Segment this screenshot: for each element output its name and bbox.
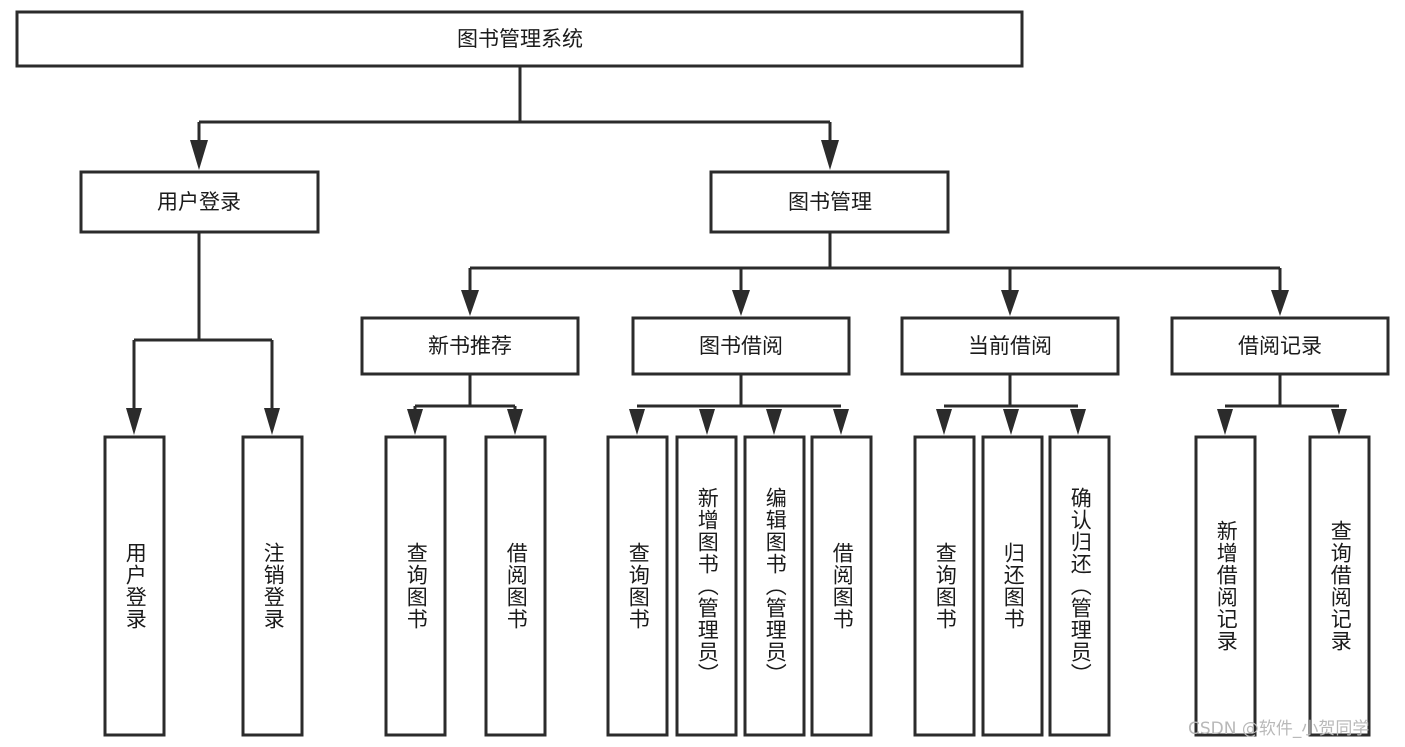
arrow-head-leaf-query-book-rec <box>407 409 423 435</box>
node-user-login-box[interactable] <box>79 170 320 234</box>
node-root-label: 图书管理系统 <box>457 27 583 51</box>
node-current-borrow-box[interactable] <box>900 316 1120 376</box>
node-current-borrow-label: 当前借阅 <box>968 334 1052 358</box>
arrow-head-leaf-user-login <box>126 408 142 435</box>
arrow-head-leaf-edit-book <box>766 409 782 435</box>
arrow-head-leaf-logout <box>264 408 280 435</box>
connector-group-userlogin <box>126 232 280 435</box>
arrow-head-leaf-query-record <box>1331 409 1347 435</box>
node-new-book-recommend-box[interactable] <box>360 316 580 376</box>
leaf-box-query-book-cur[interactable] <box>913 435 976 737</box>
node-borrow-record[interactable]: 借阅记录 <box>1170 316 1390 376</box>
arrow-head-current-borrow <box>1001 290 1019 316</box>
node-new-book-recommend[interactable]: 新书推荐 <box>360 316 580 376</box>
leaf-box-query-book-rec[interactable] <box>384 435 447 737</box>
arrow-head-userlogin <box>190 140 208 170</box>
csdn-watermark: CSDN @软件_小贺同学 <box>1188 719 1370 739</box>
leaf-box-query-book-borrow[interactable] <box>606 435 669 737</box>
node-current-borrow[interactable]: 当前借阅 <box>900 316 1120 376</box>
leaf-box-return-book[interactable] <box>981 435 1044 737</box>
node-book-management-box[interactable] <box>709 170 950 234</box>
node-book-management[interactable]: 图书管理 <box>709 170 950 234</box>
node-user-login-label: 用户登录 <box>157 190 241 214</box>
leaf-box-add-book[interactable] <box>675 435 738 737</box>
arrow-head-borrow-record <box>1271 290 1289 316</box>
leaf-box-query-record[interactable] <box>1308 435 1371 737</box>
arrow-head-leaf-add-record <box>1217 409 1233 435</box>
leaf-box-user-login[interactable] <box>103 435 166 737</box>
arrow-head-leaf-add-book <box>699 409 715 435</box>
connector-group-new-book-recommend <box>407 374 523 435</box>
connector-group-borrow-record <box>1217 374 1347 435</box>
node-borrow-record-box[interactable] <box>1170 316 1390 376</box>
connector-group-book-borrow <box>629 374 849 435</box>
connector-group-current-borrow <box>936 374 1086 435</box>
arrow-head-bookmgmt <box>821 140 839 170</box>
arrow-head-leaf-borrow-book <box>833 409 849 435</box>
node-book-management-label: 图书管理 <box>788 190 872 214</box>
connector-group-root <box>190 66 839 170</box>
node-root-box[interactable] <box>15 10 1024 68</box>
node-book-borrow-label: 图书借阅 <box>699 334 783 358</box>
leaf-box-edit-book[interactable] <box>743 435 806 737</box>
connector-group-bookmgmt <box>461 232 1289 316</box>
leaf-box-logout[interactable] <box>241 435 304 737</box>
arrow-head-leaf-borrow-book-rec <box>507 409 523 435</box>
arrow-head-leaf-query-book-cur <box>936 409 952 435</box>
leaf-boxes <box>103 435 1371 737</box>
leaf-box-confirm-return[interactable] <box>1048 435 1111 737</box>
arrow-head-leaf-query-book-borrow <box>629 409 645 435</box>
arrow-head-leaf-confirm-return <box>1070 409 1086 435</box>
node-user-login[interactable]: 用户登录 <box>79 170 320 234</box>
node-book-borrow-box[interactable] <box>631 316 851 376</box>
arrow-head-new-book-recommend <box>461 290 479 316</box>
leaf-box-add-record[interactable] <box>1194 435 1257 737</box>
leaf-box-borrow-book[interactable] <box>810 435 873 737</box>
arrow-head-leaf-return-book <box>1003 409 1019 435</box>
node-new-book-recommend-label: 新书推荐 <box>428 334 512 358</box>
node-borrow-record-label: 借阅记录 <box>1238 334 1322 358</box>
node-book-borrow[interactable]: 图书借阅 <box>631 316 851 376</box>
arrow-head-book-borrow <box>732 290 750 316</box>
leaf-box-borrow-book-rec[interactable] <box>484 435 547 737</box>
node-root[interactable]: 图书管理系统 <box>15 10 1024 68</box>
